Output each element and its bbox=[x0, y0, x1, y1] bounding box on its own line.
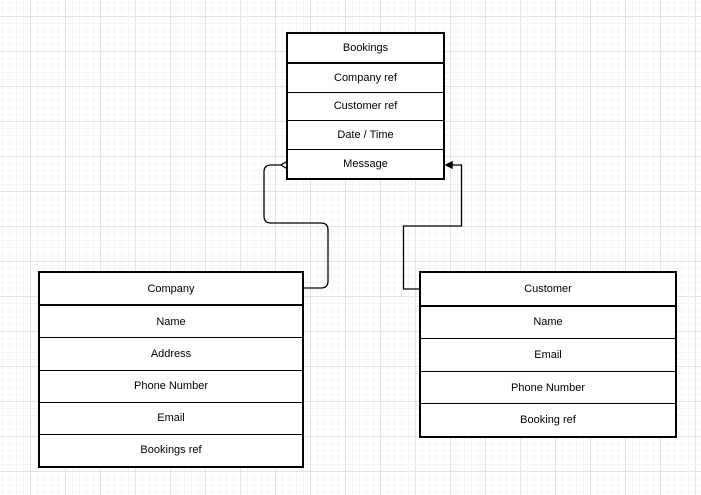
connector-customer-bookings-line[interactable] bbox=[402, 164, 463, 290]
connector-company-bookings-line[interactable] bbox=[263, 164, 329, 289]
entity-row[interactable]: Address bbox=[40, 337, 302, 369]
classic-arrowhead-icon bbox=[444, 160, 453, 170]
entity-title-customer[interactable]: Customer bbox=[524, 282, 572, 295]
entity-row[interactable]: Date / Time bbox=[288, 120, 443, 149]
entity-title-company[interactable]: Company bbox=[147, 282, 195, 295]
connector-customer-bookings[interactable] bbox=[402, 160, 463, 290]
open-arrowhead-icon bbox=[279, 160, 288, 170]
entity-row[interactable]: Booking ref bbox=[421, 403, 675, 436]
entity-row[interactable]: Phone Number bbox=[421, 370, 675, 404]
entity-row[interactable]: Company ref bbox=[288, 61, 443, 92]
entity-row[interactable]: Email bbox=[421, 338, 675, 371]
entity-title-bookings[interactable]: Bookings bbox=[342, 41, 389, 54]
entity-row[interactable]: Name bbox=[40, 304, 302, 337]
entity-row[interactable]: Name bbox=[421, 304, 675, 339]
entity-row[interactable]: Phone Number bbox=[40, 369, 302, 402]
entity-row[interactable]: Message bbox=[288, 149, 443, 178]
connector-company-bookings[interactable] bbox=[263, 160, 329, 289]
entity-row[interactable]: Email bbox=[40, 401, 302, 434]
entity-row[interactable]: Bookings ref bbox=[40, 433, 302, 466]
entity-row[interactable]: Customer ref bbox=[288, 91, 443, 121]
